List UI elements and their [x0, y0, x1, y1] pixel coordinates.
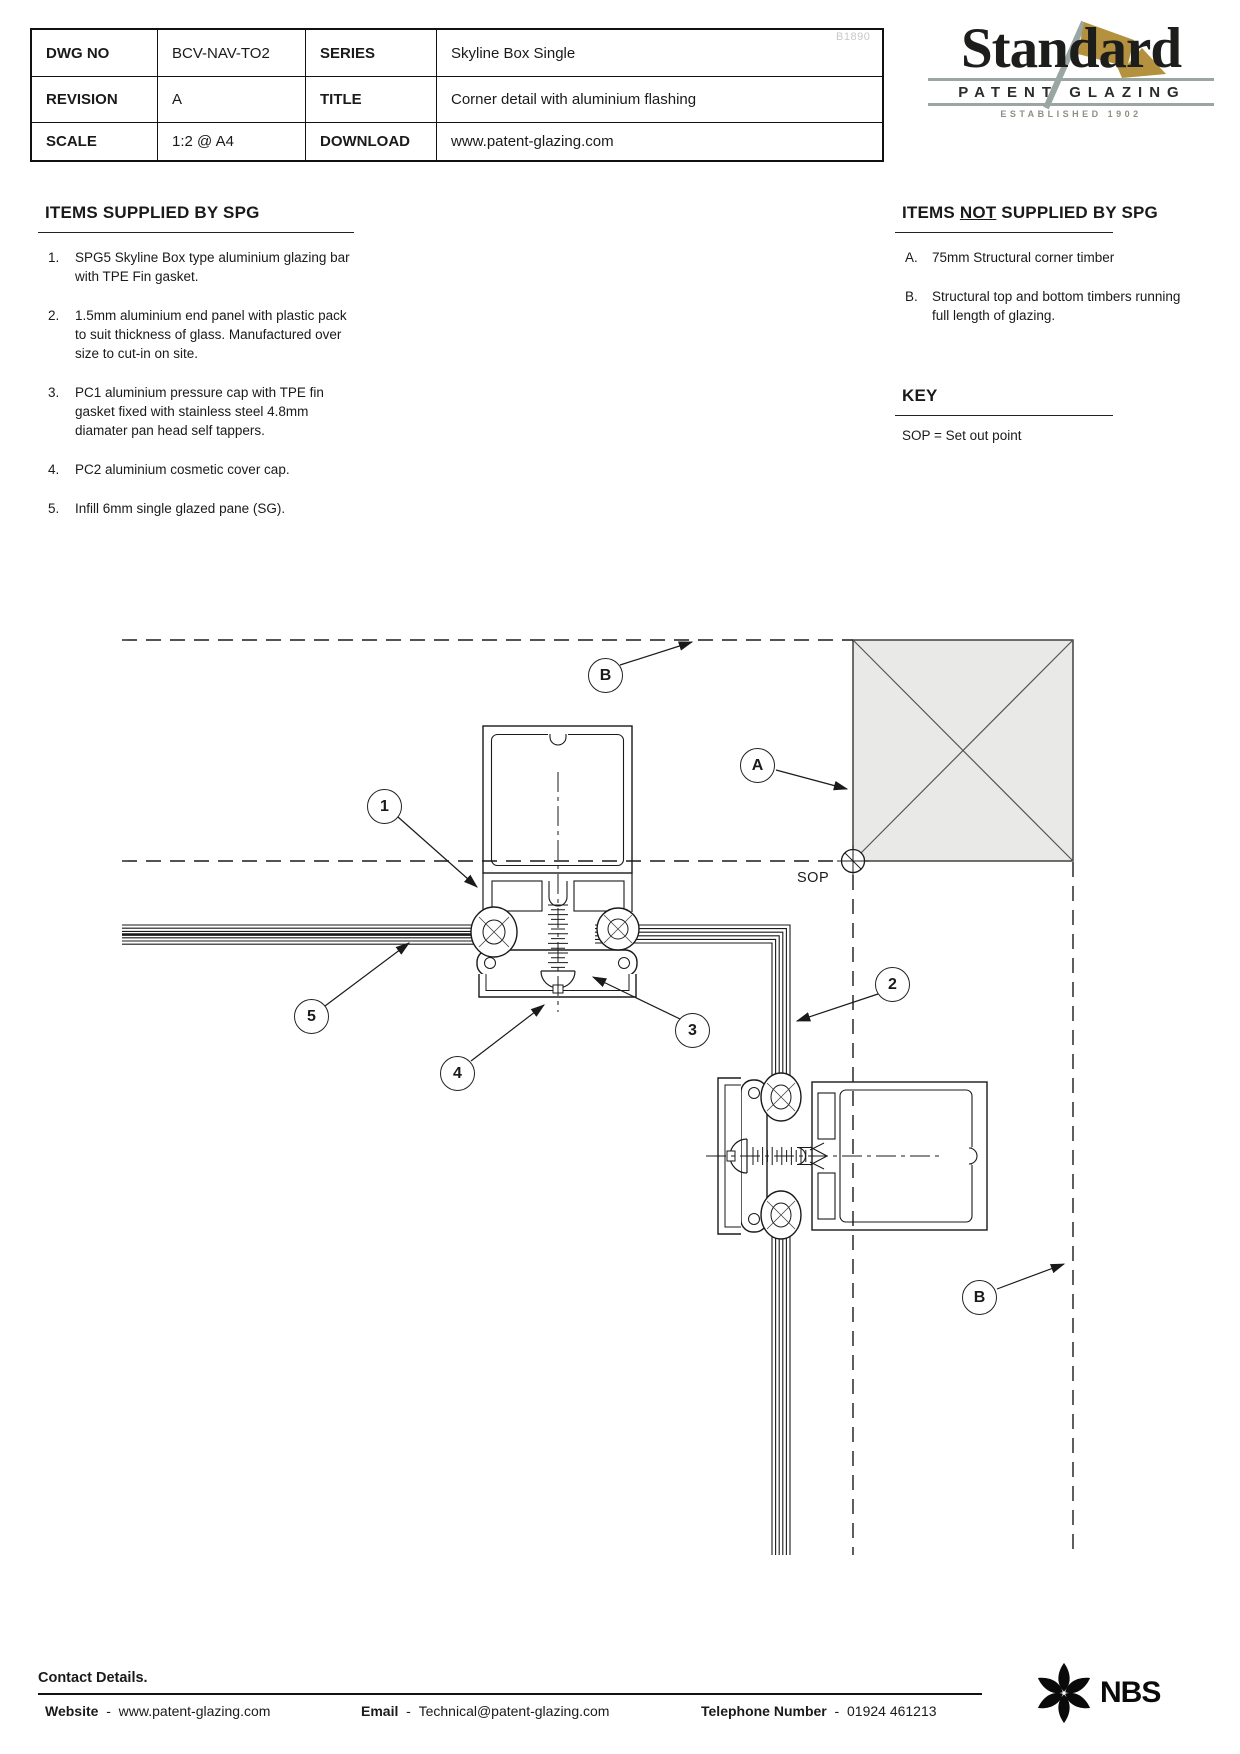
not-supplied-item-b: B. Structural top and bottom timbers run…: [905, 289, 1181, 324]
glazing-bar-bottom: [717, 1072, 988, 1240]
supplied-item-4: 4. PC2 aluminium cosmetic cover cap.: [48, 462, 290, 478]
leader-lines: [324, 641, 1066, 1290]
screw-top: [540, 904, 576, 994]
callout-4: 4: [440, 1056, 475, 1091]
footer-email: Email - Technical@patent-glazing.com: [361, 1703, 610, 1719]
sop-label: SOP: [797, 870, 830, 886]
title-value: Corner detail with aluminium flashing: [437, 77, 882, 123]
items-not-supplied-section: ITEMS NOT SUPPLIED BY SPG A. 75mm Struct…: [895, 203, 1195, 345]
gasket-left: [470, 906, 518, 958]
items-not-supplied-heading: ITEMS NOT SUPPLIED BY SPG: [902, 203, 1158, 222]
logo-rule-top: [928, 78, 1214, 81]
contact-details-heading: Contact Details.: [38, 1670, 148, 1686]
key-section: KEY SOP = Set out point: [895, 386, 1195, 443]
glazing-pane: [122, 924, 479, 945]
series-label: SERIES: [306, 30, 437, 77]
supplied-item-1: 1. SPG5 Skyline Box type aluminium glazi…: [48, 250, 350, 285]
phone-value: 01924 461213: [847, 1703, 937, 1719]
gasket-bottom: [760, 1190, 802, 1240]
gasket-right: [596, 907, 640, 951]
section-rule: [895, 232, 1113, 234]
dwg-no-value: BCV-NAV-TO2: [158, 30, 306, 77]
nbs-text: NBS: [1100, 1676, 1161, 1709]
flag-icon: [1043, 20, 1166, 110]
revision-value: A: [158, 77, 306, 123]
corner-timber: [852, 639, 1074, 862]
gasket-top: [760, 1072, 802, 1122]
not-supplied-item-a: A. 75mm Structural corner timber: [905, 250, 1115, 266]
footer-rule: [38, 1693, 982, 1695]
dwg-no-label: DWG NO: [32, 30, 158, 77]
nbs-flower-icon: [1037, 1662, 1091, 1724]
footer-phone: Telephone Number - 01924 461213: [701, 1703, 937, 1719]
section-rule: [38, 232, 354, 234]
footer-website: Website - www.patent-glazing.com: [45, 1703, 271, 1719]
section-rule: [895, 415, 1113, 417]
supplied-item-3: 3. PC1 aluminium pressure cap with TPE f…: [48, 385, 324, 439]
callout-2: 2: [875, 967, 910, 1002]
construction-lines: [122, 639, 1074, 1555]
items-supplied-section: ITEMS SUPPLIED BY SPG 1. SPG5 Skyline Bo…: [38, 203, 354, 538]
supplied-item-2: 2. 1.5mm aluminium end panel with plasti…: [48, 308, 347, 362]
email-value: Technical@patent-glazing.com: [418, 1703, 610, 1719]
nbs-logo: NBS: [1032, 1660, 1161, 1726]
scale-value: 1:2 @ A4: [158, 123, 306, 160]
download-label: DOWNLOAD: [306, 123, 437, 160]
cover-cap: [717, 1077, 741, 1235]
logo-rule-bottom: [928, 103, 1214, 106]
callout-b-top: B: [588, 658, 623, 693]
title-block: DWG NO BCV-NAV-TO2 SERIES Skyline Box Si…: [30, 28, 884, 162]
logo-wordmark: Standard: [960, 17, 1182, 80]
logo-subtitle: PATENT GLAZING: [958, 84, 1186, 101]
sop-marker: [837, 845, 869, 877]
company-logo: Standard PATENT GLAZING ESTABLISHED 1902: [928, 20, 1214, 119]
logo-established: ESTABLISHED 1902: [1000, 109, 1142, 119]
key-text: SOP = Set out point: [902, 428, 1022, 444]
scale-label: SCALE: [32, 123, 158, 160]
cover-cap: [478, 974, 637, 998]
items-supplied-heading: ITEMS SUPPLIED BY SPG: [45, 203, 260, 222]
callout-1: 1: [367, 789, 402, 824]
document-reference: B1890: [836, 31, 871, 43]
pressure-cap: [476, 949, 638, 977]
glazing-bar-top: [470, 725, 640, 998]
website-value: www.patent-glazing.com: [118, 1703, 271, 1719]
callout-b-bottom: B: [962, 1280, 997, 1315]
series-value: Skyline Box Single: [437, 30, 882, 77]
supplied-item-5: 5. Infill 6mm single glazed pane (SG).: [48, 501, 286, 517]
pressure-cap: [740, 1079, 768, 1233]
screw-bottom: [726, 1138, 829, 1174]
callout-a: A: [740, 748, 775, 783]
key-heading: KEY: [902, 386, 938, 405]
callout-5: 5: [294, 999, 329, 1034]
revision-label: REVISION: [32, 77, 158, 123]
callout-3: 3: [675, 1013, 710, 1048]
download-value: www.patent-glazing.com: [451, 133, 614, 150]
title-label: TITLE: [306, 77, 437, 123]
